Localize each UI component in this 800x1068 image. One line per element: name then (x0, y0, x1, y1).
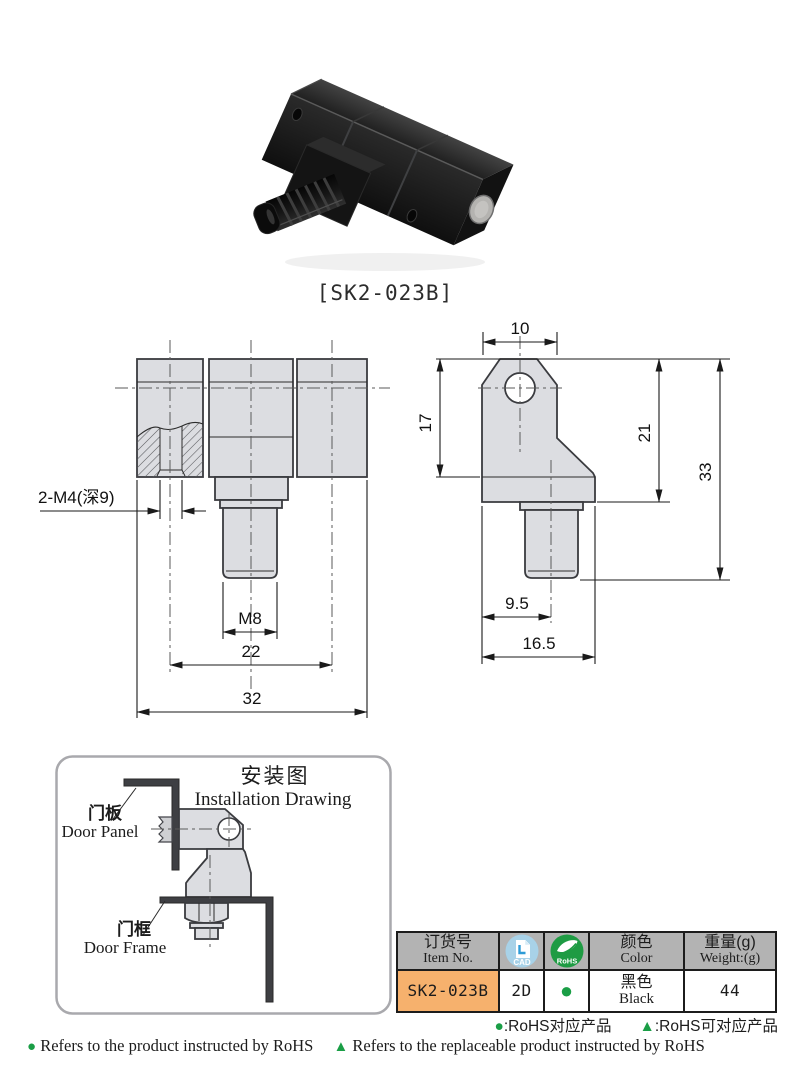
technical-drawings: 2-M4(深9) M8 22 32 (38, 320, 730, 718)
svg-text:RoHS: RoHS (556, 957, 576, 966)
dim-32-label: 32 (243, 689, 262, 708)
hex-nut (184, 902, 229, 924)
footer-triangle-text: Refers to the replaceable product instru… (352, 1036, 705, 1055)
footer-notes: ● Refers to the product instructed by Ro… (0, 1036, 800, 1056)
mount-hole (291, 107, 303, 122)
footer-dot-text: Refers to the product instructed by RoHS (40, 1036, 314, 1055)
dim-21-label: 21 (635, 424, 654, 443)
svg-text:CAD: CAD (513, 958, 531, 967)
header-color: 颜色 Color (590, 933, 685, 971)
legend-triangle-marker: ▲ (639, 1018, 655, 1035)
rohs-dot-marker: ● (559, 978, 574, 1003)
installation-title-zh: 安装图 (241, 765, 310, 788)
header-rohs: RoHS (545, 933, 590, 971)
spec-table-header-row: 订货号 Item No. CAD RoHS (398, 933, 775, 971)
cell-weight: 44 (719, 980, 741, 1000)
dim-17-label: 17 (416, 414, 435, 433)
mount-hole (406, 209, 418, 223)
stud-block-top (306, 136, 386, 173)
dim-10-label: 10 (511, 320, 530, 338)
dim-33-label: 33 (696, 463, 715, 482)
threaded-stud (253, 173, 347, 235)
rohs-icon: RoHS (550, 934, 583, 968)
photo-shadow (285, 253, 485, 271)
installation-panel: 安装图 Installation Drawing 门板 Door Panel 门… (55, 755, 392, 1015)
rohs-legend: ●:RoHS对应产品 ▲:RoHS可对应产品 (494, 1014, 778, 1036)
cell-cad-value: 2D (500, 971, 545, 1011)
footer-triangle-marker: ▲ (333, 1038, 349, 1055)
side-view: 10 17 21 33 9.5 16.5 (416, 320, 730, 664)
cell-color: 黑色 Black (590, 971, 685, 1011)
header-cad: CAD (500, 933, 545, 971)
cad-icon: CAD (505, 934, 538, 968)
door-panel-bracket (123, 778, 180, 871)
cell-rohs-value: ● (545, 971, 590, 1011)
installation-title-en: Installation Drawing (195, 789, 352, 810)
legend-dot-marker: ● (494, 1018, 504, 1035)
legend-triangle-text: :RoHS可对应产品 (654, 1018, 778, 1035)
dim-22-label: 22 (242, 642, 261, 661)
spec-table-data-row: SK2-023B 2D ● 黑色 Black 44 (398, 971, 775, 1011)
front-view: 2-M4(深9) M8 22 32 (38, 340, 390, 718)
door-panel-label-en: Door Panel (62, 822, 139, 841)
screw-head (157, 816, 173, 843)
hinge-body (261, 78, 514, 246)
stud-cap (253, 202, 281, 235)
dim-165-label: 16.5 (522, 634, 555, 653)
spec-table: 订货号 Item No. CAD RoHS (396, 931, 777, 1013)
product-code: [SK2-023B] (316, 281, 454, 305)
door-frame-label-zh: 门框 (117, 919, 151, 939)
door-frame-bracket (159, 896, 274, 1003)
dim-95-label: 9.5 (505, 594, 529, 613)
header-item-no: 订货号 Item No. (398, 933, 500, 971)
legend-dot-text: :RoHS对应产品 (503, 1018, 612, 1035)
product-photo (253, 78, 514, 271)
dim-m8-label: M8 (238, 609, 262, 628)
footer-dot-marker: ● (27, 1038, 37, 1055)
cell-item-no: SK2-023B (398, 971, 500, 1011)
door-panel-label-zh: 门板 (88, 803, 123, 823)
dim-2m4-label: 2-M4(深9) (38, 488, 115, 507)
header-weight: 重量(g) Weight:(g) (685, 933, 775, 971)
door-frame-label-en: Door Frame (84, 938, 167, 957)
